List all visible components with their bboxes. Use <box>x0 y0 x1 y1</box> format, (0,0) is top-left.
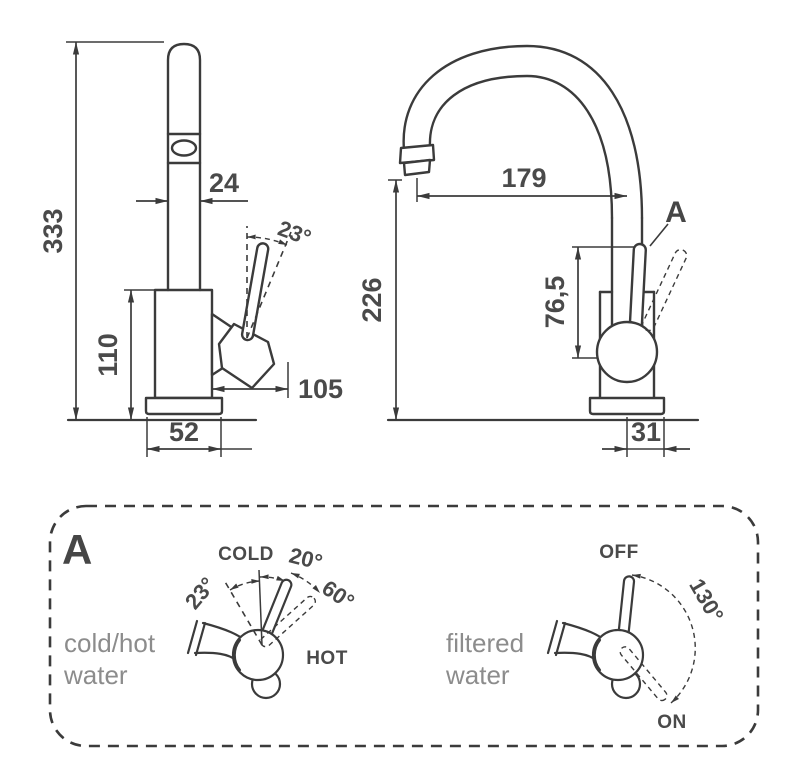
front-aerator <box>170 139 198 157</box>
side-neck-inner <box>428 74 614 220</box>
dim-front-handle-reach: 105 <box>298 374 343 404</box>
detail-panel: A cold/hot water COLD 20° 60 <box>48 504 760 748</box>
side-dimensions: 179 A 226 76,5 31 <box>357 163 690 457</box>
detail-ref-label: A <box>665 196 687 229</box>
side-handle-lever-alt <box>641 248 688 332</box>
front-spout-pipe <box>166 42 202 292</box>
mixer-cold-label: COLD <box>218 544 274 565</box>
filter-caption-line1: filtered <box>446 628 524 658</box>
mixer-body <box>231 628 285 682</box>
mixer-angle-20: 20° <box>287 543 325 575</box>
dim-side-handle-height: 76,5 <box>540 276 570 329</box>
dim-front-body-height: 110 <box>93 333 123 377</box>
filter-angle-130: 130° <box>684 574 728 626</box>
side-spout-tip <box>398 143 436 165</box>
mixer-hot-label: HOT <box>306 648 348 669</box>
filter-detail-drawing <box>546 573 696 704</box>
mixer-caption-line1: cold/hot <box>64 628 156 658</box>
front-view-drawing <box>66 42 292 422</box>
dim-front-base-width: 52 <box>169 417 199 447</box>
filter-caption-line2: water <box>445 660 510 690</box>
side-base <box>588 396 666 416</box>
dim-front-spout-width: 24 <box>209 168 239 198</box>
filter-body <box>591 628 645 682</box>
side-handle-lever <box>628 242 647 334</box>
front-handle-lever <box>240 242 270 342</box>
mixer-angle-23: 23° <box>180 572 221 614</box>
panel-border <box>48 504 760 748</box>
side-handle-boss <box>595 320 659 384</box>
side-view-drawing <box>386 44 700 422</box>
panel-ref-label: A <box>62 526 92 573</box>
detail-ref-leader <box>649 223 669 247</box>
filter-off-label: OFF <box>599 542 639 563</box>
dim-front-handle-angle: 23° <box>275 216 315 251</box>
front-dimensions: 333 24 23° 110 105 52 <box>38 41 343 457</box>
dim-side-spout-height: 226 <box>357 277 387 322</box>
mixer-detail-drawing <box>186 569 321 700</box>
side-spout-aerator <box>402 158 432 177</box>
side-neck-outer <box>402 44 644 220</box>
dim-front-total-height: 333 <box>38 208 68 253</box>
filter-on-label: ON <box>657 712 687 733</box>
dim-side-base-depth: 31 <box>631 417 661 447</box>
mixer-caption-line2: water <box>63 660 128 690</box>
dim-side-spout-reach: 179 <box>501 163 546 193</box>
front-base <box>144 396 224 416</box>
front-body <box>153 288 214 400</box>
mixer-angle-60: 60° <box>317 575 359 614</box>
